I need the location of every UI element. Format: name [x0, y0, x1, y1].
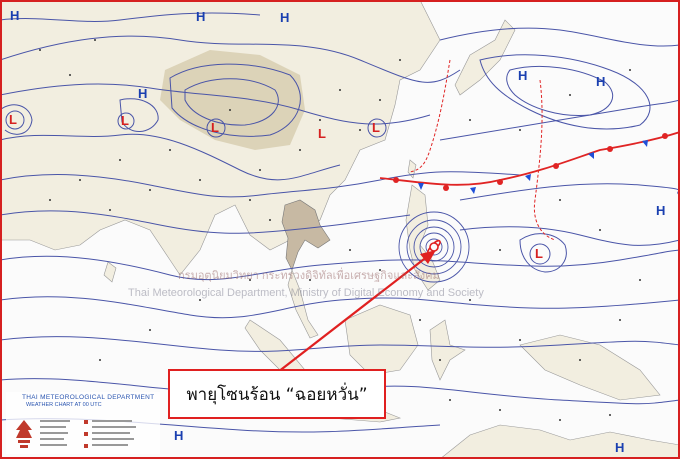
high-pressure-label: H: [518, 68, 527, 83]
low-pressure-label: L: [535, 246, 543, 261]
frontal-line-dashed: [409, 59, 451, 173]
frontal-line-dashed: [533, 79, 556, 241]
sri-lanka: [103, 261, 117, 283]
high-pressure-label: H: [615, 440, 624, 455]
high-pressure-label: H: [196, 9, 205, 24]
thailand-region: [281, 199, 331, 271]
isobars: [0, 12, 680, 433]
watermark-thai: กรมอุตุนิยมวิทยา กระทรวงดิจิทัลเพื่อเศรษ…: [178, 270, 440, 282]
legend-subtitle: WEATHER CHART AT 00 UTC: [26, 402, 102, 408]
taiwan: [407, 159, 417, 179]
high-pressure-label: H: [656, 203, 665, 218]
high-pressure-label: H: [138, 86, 147, 101]
cold-front-barbs: [418, 140, 648, 194]
callout-arrow: [277, 250, 436, 373]
low-pressure-label: L: [121, 113, 129, 128]
malay-peninsula: [287, 269, 319, 339]
station-plots: [39, 39, 641, 421]
high-pressure-label: H: [596, 74, 605, 89]
low-pressure-label: L: [372, 120, 380, 135]
new-guinea: [519, 334, 661, 401]
department-logo: [16, 420, 32, 448]
high-pressure-label: H: [280, 10, 289, 25]
australia-north: [439, 424, 680, 459]
low-pressure-label: L: [9, 112, 17, 127]
tropical-storm-callout: พายุโซนร้อน “ฉอยหวั่น”: [168, 369, 386, 419]
pressure-centers: H H H H H H H H H H L L L L L L: [9, 8, 665, 455]
sulawesi: [429, 319, 466, 381]
pressure-center-rings: [5, 110, 551, 265]
high-pressure-label: H: [174, 428, 183, 443]
legend-symbols: [40, 420, 136, 448]
philippines: [405, 184, 441, 291]
high-pressure-label: H: [10, 8, 19, 23]
low-pressure-label: L: [211, 120, 219, 135]
stationary-front: [379, 131, 680, 186]
japan: [454, 19, 516, 96]
warm-front-bumps: [393, 133, 668, 191]
callout-text: พายุโซนร้อน “ฉอยหวั่น”: [186, 384, 368, 405]
watermark-english: Thai Meteorological Department, Ministry…: [128, 287, 484, 299]
low-pressure-label: L: [318, 126, 326, 141]
borneo: [344, 304, 419, 376]
highland-region: [160, 50, 305, 150]
chart-legend-box: THAI METEOROLOGICAL DEPARTMENT WEATHER C…: [6, 392, 160, 454]
legend-title: THAI METEOROLOGICAL DEPARTMENT: [22, 394, 155, 401]
tropical-storm-circulation: [398, 211, 470, 283]
